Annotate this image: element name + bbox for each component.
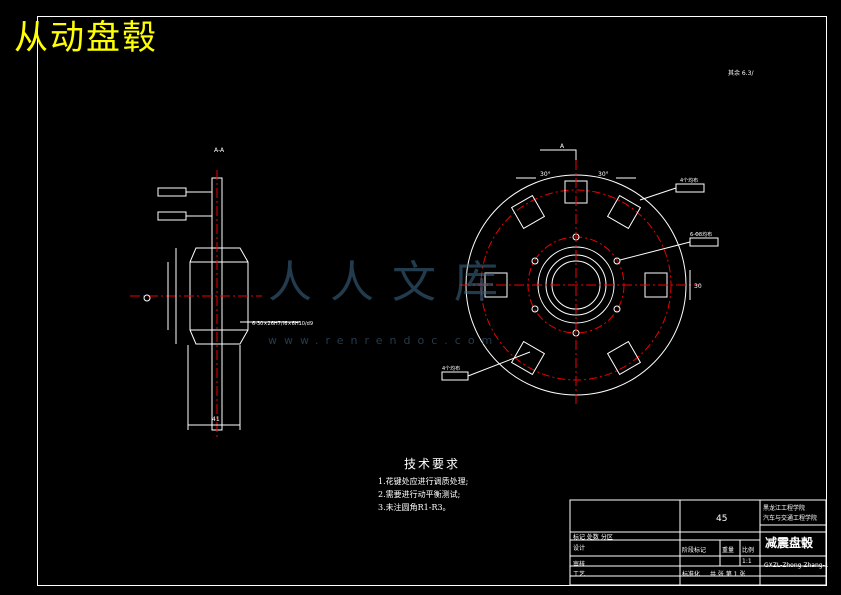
tb-ratio-value: 1:1 [742,558,752,565]
section-hub-outline [189,247,249,345]
tb-stage-label: 阶段标记 [682,547,707,554]
angle-30b: 30° [598,171,609,178]
spline-note: 6-30×26H7/f6×6H10/d9 [252,321,313,327]
tb-row-designer: 设计 [573,545,586,552]
tb-row-check: 审核 [573,561,586,568]
tb-school-1: 黑龙江工程学院 [763,505,806,512]
title-block [569,499,827,586]
section-view [130,170,300,438]
front-view [441,149,719,405]
tech-item-2: 2.需要进行动平衡测试; [378,490,461,499]
hole-3 [531,257,539,265]
tech-item-3: 3.未注圆角R1-R3。 [378,503,451,512]
tol-box-r3 [441,371,469,381]
tb-school-2: 汽车与交通工程学院 [763,515,818,522]
section-label: A-A [214,147,225,154]
window-3 [510,340,546,376]
tol-box-r1 [675,183,705,193]
angle-30a: 30° [540,171,551,178]
watermark-url: www.renrendoc.com [268,334,500,347]
tb-row-craft: 工艺 [573,571,586,578]
tb-row-mark: 标记 处数 分区 [573,534,613,541]
watermark-logo: 人人文库 [268,257,516,308]
a-arrow [540,149,577,160]
tb-scale: 45 [716,514,728,524]
tech-item-1: 1.花键处应进行调质处理; [378,477,469,486]
left-width-text: 41 [212,416,220,423]
tb-drawing-no: GXZL-Zhong Zhang-1 [764,562,829,569]
a-mark: A [560,143,565,150]
tb-ratio-label: 比例 [742,547,755,554]
tol-box-r2 [689,237,719,247]
window-1 [510,194,546,230]
tb-weight-label: 重量 [722,547,735,554]
hole-5 [531,305,539,313]
tb-std-label: 标准化 [682,571,701,578]
tolerance-box-1 [157,187,187,197]
roughness-note: 其余 6.3/ [728,70,754,77]
tb-part-name: 减震盘毂 [765,536,814,550]
tech-heading: 技术要求 [404,457,461,471]
drawing-frame [37,16,827,586]
drawing-title: 从动盘毂 [14,18,158,58]
hole-4 [613,257,621,265]
window-4 [606,340,642,376]
holes-note-1: 4个均布 [680,177,698,184]
holes-note-3: 4个均布 [442,365,460,372]
tb-sheet-label: 共 张 第 1 张 [710,571,746,578]
tolerance-box-2 [157,211,187,221]
right-dia-text: 30 [694,283,702,290]
holes-note-2: 6-Φ8均布 [690,231,712,238]
window-2 [606,194,642,230]
hole-6 [613,305,621,313]
